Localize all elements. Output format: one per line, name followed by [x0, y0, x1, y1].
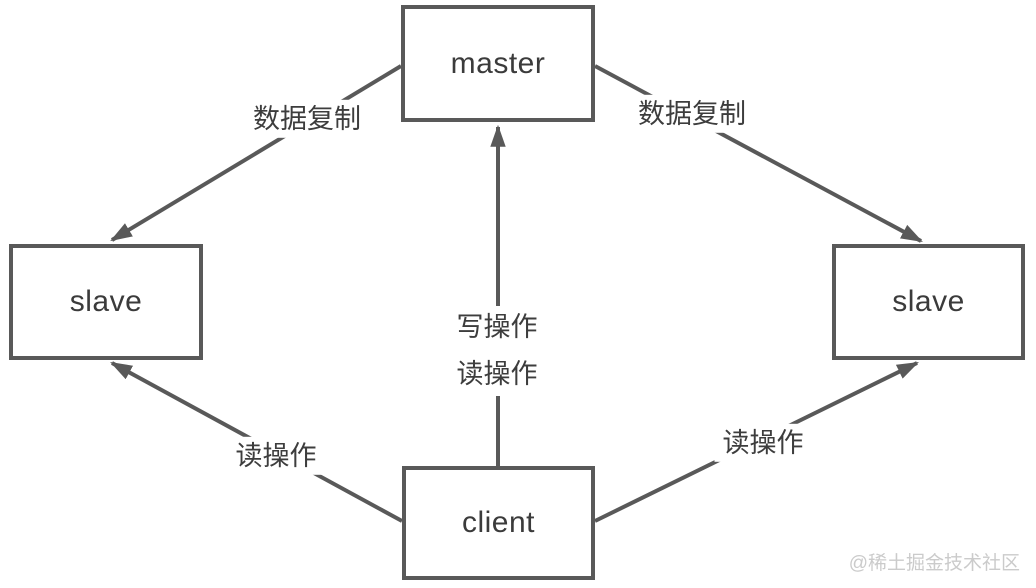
edge-label-read-right: 读操作 [714, 423, 812, 463]
edge-master-to-slave-right [594, 64, 923, 243]
node-slave-right-label: slave [892, 285, 965, 318]
edge-label-read-op-center: 读操作 [456, 359, 538, 389]
node-slave-right: slave [832, 244, 1025, 360]
node-client-label: client [461, 506, 536, 539]
node-client: client [402, 466, 595, 580]
node-master: master [401, 5, 595, 122]
edge-label-replication-right: 数据复制 [630, 94, 754, 134]
node-master-label: master [450, 46, 546, 80]
edge-label-replication-left: 数据复制 [245, 99, 369, 139]
edge-label-read-left: 读操作 [227, 436, 325, 476]
watermark-text: @稀土掘金技术社区 [848, 553, 1020, 574]
edge-label-client-master: 写操作 读操作 [444, 306, 550, 396]
node-slave-left-label: slave [69, 285, 143, 318]
edge-master-to-slave-left [110, 64, 403, 242]
node-slave-left: slave [9, 244, 203, 360]
edge-label-write-op: 写操作 [456, 312, 538, 342]
